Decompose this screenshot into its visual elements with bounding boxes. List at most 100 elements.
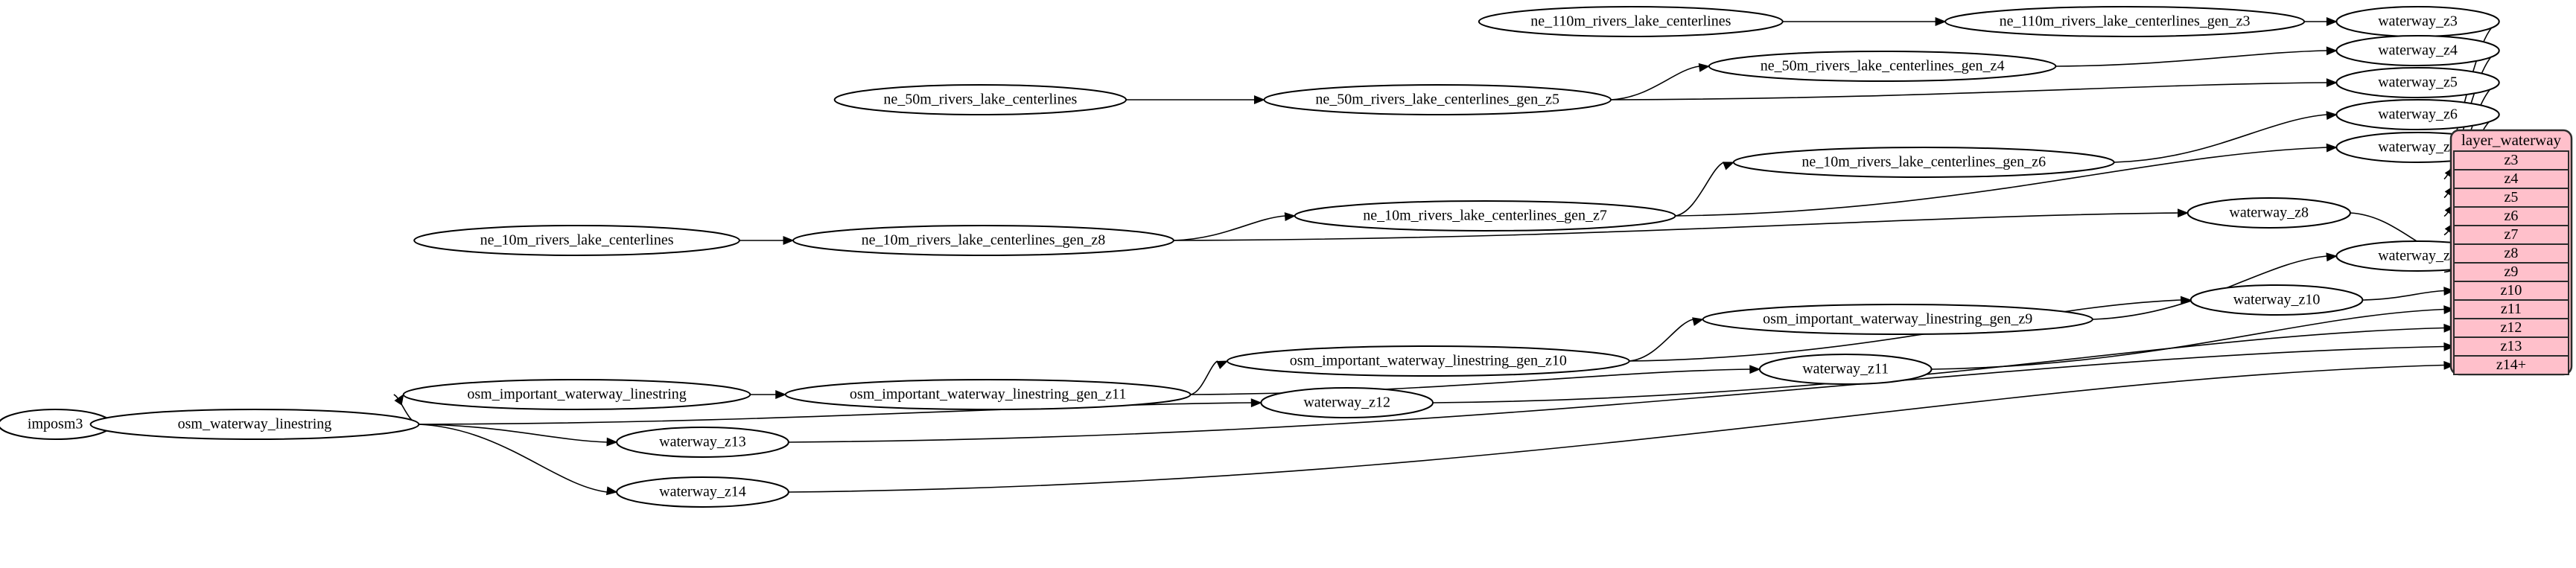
edge-arrowhead — [1749, 365, 1761, 374]
node-osm_important_waterway_linestring_gen_z10[interactable]: osm_important_waterway_linestring_gen_z1… — [1227, 345, 1630, 377]
edge-arrowhead — [1935, 17, 1947, 26]
layer-table-cell-bg — [2453, 206, 2569, 226]
layer-table-cell-label: z13 — [2501, 338, 2522, 354]
node-shape — [784, 379, 1192, 410]
edge-osm_waterway_linestring--to--waterway_z13 — [419, 424, 608, 443]
edge-waterway_z11--to--layer_waterway_z11 — [1931, 308, 2445, 370]
node-label: waterway_z5 — [2378, 74, 2458, 91]
layer-table-row-z4[interactable]: z4 — [2453, 169, 2569, 189]
node-ne_10m_rivers_lake_centerlines_gen_z6[interactable]: ne_10m_rivers_lake_centerlines_gen_z6 — [1732, 147, 2115, 178]
edge-arrowhead — [1692, 317, 1704, 326]
node-label: waterway_z4 — [2378, 42, 2458, 59]
edge-arrowhead — [2326, 17, 2338, 26]
layer-table-cell-label: z10 — [2501, 282, 2522, 299]
layer-table-cell-label: z14+ — [2496, 357, 2526, 373]
node-waterway_z4[interactable]: waterway_z4 — [2335, 35, 2500, 66]
layer-table-row-z7[interactable]: z7 — [2453, 225, 2569, 245]
node-shape — [1758, 354, 1933, 385]
edge-waterway_z12--to--layer_waterway_z12 — [1433, 327, 2445, 403]
node-ne_50m_rivers_lake_centerlines_gen_z4[interactable]: ne_50m_rivers_lake_centerlines_gen_z4 — [1708, 51, 2057, 82]
edge-osm_important_waterway_linestring_gen_z10--to--osm_important_waterway_linestring_gen_z9 — [1629, 319, 1694, 362]
layer-table-row-z8[interactable]: z8 — [2453, 243, 2569, 264]
node-shape — [1708, 51, 2057, 82]
edge-arrowhead — [1723, 162, 1735, 170]
node-label: imposm3 — [28, 416, 83, 433]
layer-table-header: layer_waterway — [2461, 131, 2562, 149]
node-shape — [1263, 84, 1612, 115]
edge-waterway_z10--to--layer_waterway_z10 — [2362, 290, 2445, 301]
edge-ne_10m_rivers_lake_centerlines_gen_z7--to--ne_10m_rivers_lake_centerlines_gen_z6 — [1675, 162, 1725, 217]
node-shape — [792, 225, 1174, 256]
edge-ne_50m_rivers_lake_centerlines_gen_z4--to--waterway_z4 — [2055, 50, 2327, 67]
node-waterway_z10[interactable]: waterway_z10 — [2189, 284, 2364, 316]
node-label: ne_10m_rivers_lake_centerlines_gen_z6 — [1801, 154, 2046, 170]
edge-arrowhead — [2443, 323, 2455, 333]
layer-table-row-z3[interactable]: z3 — [2453, 150, 2569, 170]
layer-table-row-z9[interactable]: z9 — [2453, 262, 2569, 282]
edge-ne_10m_rivers_lake_centerlines_gen_z6--to--waterway_z6 — [2114, 114, 2327, 163]
node-osm_important_waterway_linestring[interactable]: osm_important_waterway_linestring — [402, 379, 751, 410]
node-waterway_z6[interactable]: waterway_z6 — [2335, 99, 2500, 130]
layer-table-cell-bg — [2453, 355, 2569, 375]
node-shape — [402, 379, 751, 410]
edge-arrowhead — [394, 393, 404, 406]
layer-table-cell-label: z11 — [2501, 301, 2522, 317]
edge-arrowhead — [2443, 360, 2455, 370]
node-label: waterway_z12 — [1303, 395, 1390, 411]
node-waterway_z13[interactable]: waterway_z13 — [616, 427, 789, 458]
node-osm_important_waterway_linestring_gen_z11[interactable]: osm_important_waterway_linestring_gen_z1… — [784, 379, 1192, 410]
node-ne_10m_rivers_lake_centerlines[interactable]: ne_10m_rivers_lake_centerlines — [413, 225, 740, 256]
node-label: ne_110m_rivers_lake_centerlines — [1530, 13, 1731, 30]
node-ne_10m_rivers_lake_centerlines_gen_z8[interactable]: ne_10m_rivers_lake_centerlines_gen_z8 — [792, 225, 1174, 256]
node-shape — [1260, 387, 1434, 418]
node-waterway_z3[interactable]: waterway_z3 — [2335, 6, 2500, 37]
node-waterway_z14[interactable]: waterway_z14 — [616, 476, 789, 508]
node-osm_waterway_linestring[interactable]: osm_waterway_linestring — [89, 409, 420, 440]
edge-ne_10m_rivers_lake_centerlines_gen_z8--to--ne_10m_rivers_lake_centerlines_gen_z7 — [1173, 215, 1285, 241]
node-ne_50m_rivers_lake_centerlines[interactable]: ne_50m_rivers_lake_centerlines — [833, 84, 1128, 115]
edge-arrowhead — [2178, 208, 2189, 218]
layer-table-row-z10[interactable]: z10 — [2453, 281, 2569, 301]
edge-arrowhead — [1216, 360, 1229, 369]
node-shape — [89, 409, 420, 440]
layer-table-row-z12[interactable]: z12 — [2453, 318, 2569, 338]
node-label: waterway_z11 — [1802, 361, 1889, 377]
node-label: waterway_z8 — [2229, 205, 2309, 221]
node-label: ne_50m_rivers_lake_centerlines — [883, 92, 1077, 108]
edge-arrowhead — [1253, 95, 1265, 104]
node-label: waterway_z10 — [2233, 292, 2321, 308]
node-shape — [2335, 67, 2500, 98]
layer-table-row-z5[interactable]: z5 — [2453, 188, 2569, 208]
node-label: waterway_z6 — [2378, 106, 2458, 123]
node-ne_110m_rivers_lake_centerlines_gen_z3[interactable]: ne_110m_rivers_lake_centerlines_gen_z3 — [1944, 6, 2306, 37]
edge-arrowhead — [775, 390, 787, 399]
node-label: ne_50m_rivers_lake_centerlines_gen_z4 — [1761, 58, 2005, 74]
layer-table-row-z6[interactable]: z6 — [2453, 206, 2569, 226]
node-shape — [1478, 6, 1784, 37]
node-label: osm_important_waterway_linestring — [467, 386, 686, 403]
node-ne_110m_rivers_lake_centerlines[interactable]: ne_110m_rivers_lake_centerlines — [1478, 6, 1784, 37]
layer-table-row-z14plus[interactable]: z14+ — [2453, 355, 2569, 375]
node-shape — [413, 225, 740, 256]
node-waterway_z8[interactable]: waterway_z8 — [2187, 197, 2351, 229]
edge-waterway_z14--to--layer_waterway_z14_ — [788, 364, 2445, 493]
node-shape — [2335, 35, 2500, 66]
node-shape — [833, 84, 1128, 115]
edge-arrowhead — [1698, 63, 1711, 72]
node-label: waterway_z13 — [659, 434, 746, 450]
layer-table-row-z13[interactable]: z13 — [2453, 336, 2569, 357]
node-shape — [2335, 99, 2500, 130]
node-label: ne_10m_rivers_lake_centerlines_gen_z7 — [1363, 208, 1607, 224]
edge-arrowhead — [2326, 46, 2338, 56]
node-osm_important_waterway_linestring_gen_z9[interactable]: osm_important_waterway_linestring_gen_z9 — [1702, 304, 2093, 335]
node-label: osm_important_waterway_linestring_gen_z9 — [1763, 311, 2032, 328]
node-ne_10m_rivers_lake_centerlines_gen_z7[interactable]: ne_10m_rivers_lake_centerlines_gen_z7 — [1294, 200, 1676, 232]
node-waterway_z5[interactable]: waterway_z5 — [2335, 67, 2500, 98]
node-ne_50m_rivers_lake_centerlines_gen_z5[interactable]: ne_50m_rivers_lake_centerlines_gen_z5 — [1263, 84, 1612, 115]
node-waterway_z11[interactable]: waterway_z11 — [1758, 354, 1933, 385]
node-waterway_z12[interactable]: waterway_z12 — [1260, 387, 1434, 418]
layer-table-row-z11[interactable]: z11 — [2453, 299, 2569, 319]
layer-table-cell-label: z9 — [2505, 264, 2519, 280]
